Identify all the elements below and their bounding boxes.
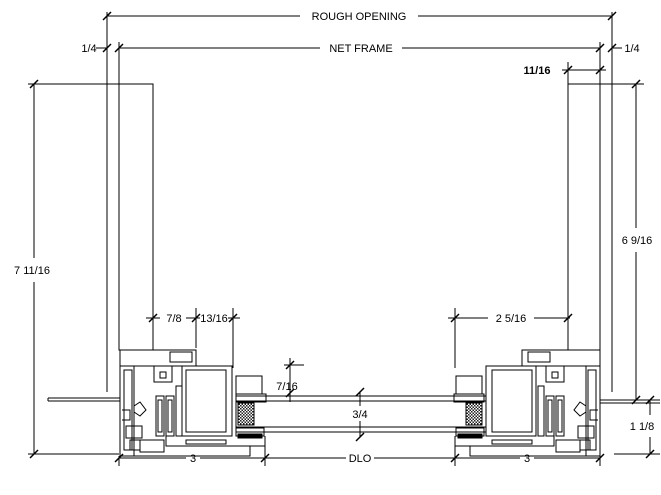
glass-thickness-label: 3/4 — [352, 409, 367, 421]
rough-opening-label: ROUGH OPENING — [312, 11, 407, 23]
jamb-b-label: 13/16 — [200, 313, 228, 325]
wall-substrate — [48, 84, 660, 403]
spacer-left — [238, 403, 254, 425]
height-left-label: 7 11/16 — [14, 265, 50, 277]
height-right-label: 6 9/16 — [622, 235, 653, 247]
frame-depth-label: 11/16 — [524, 65, 551, 77]
left-frame-extrusion — [120, 350, 266, 456]
shim-right-label: 1/4 — [624, 43, 639, 55]
dlo-label: DLO — [349, 453, 372, 465]
glazing-unit — [236, 396, 486, 432]
spacer-right — [466, 403, 482, 425]
glass-offset-label: 7/16 — [276, 381, 297, 393]
glass-thickness-dimension — [356, 388, 364, 441]
jamb-a-label: 7/8 — [166, 313, 181, 325]
frame-right-label: 3 — [524, 453, 530, 465]
height-left-dimension — [28, 80, 119, 458]
reveal-label: 2 5/16 — [496, 313, 527, 325]
right-frame-extrusion — [454, 350, 600, 456]
glass-offset-dimension — [284, 358, 304, 402]
frame-depth-dimension — [562, 62, 606, 84]
sill-label: 1 1/8 — [630, 421, 654, 433]
net-frame-dimension — [96, 42, 622, 84]
frame-left-label: 3 — [190, 453, 196, 465]
net-frame-label: NET FRAME — [329, 43, 392, 55]
shim-left-label: 1/4 — [81, 43, 96, 55]
reveal-dimension — [448, 308, 572, 368]
rough-opening-dimension — [103, 12, 616, 392]
